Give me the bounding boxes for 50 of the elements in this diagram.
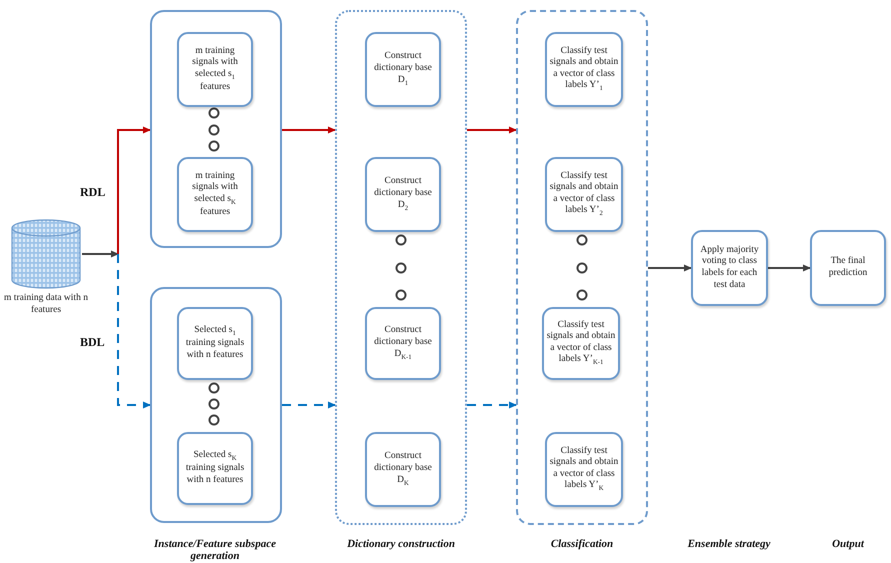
group-panel [516,10,648,525]
column-title: Ensemble strategy [686,538,772,550]
branch-label: RDL [80,185,106,200]
arrow [768,264,811,272]
node-text: Selected s$_{1}$ training signals with n features [184,325,246,362]
column-title: Dictionary construction [346,538,456,550]
group-panel [150,287,282,523]
node-text: Selected s$_{K}$ training signals with n features [184,450,246,487]
arrow [117,126,151,254]
column-title: Instance/Feature subspace generation [153,538,277,562]
column-title: Classification [550,538,614,550]
process-box [365,157,441,232]
arrow [117,254,151,408]
node-text: Construct dictionary base D$_{K-1}$ [373,325,433,362]
column-title: Output [831,538,866,550]
process-box [810,230,886,306]
node-text: m training signals with selected s$_{K}$ features [191,170,239,218]
process-box [177,32,253,107]
arrow [648,264,692,272]
node-text: m training signals with selected s$_{1}$ features [191,46,239,94]
branch-label: BDL [80,335,105,350]
node-text: Construct dictionary base D$_{K}$ [373,451,433,488]
node-text: Classify test signals and obtain a vector of class labels Y’$_{K}$ [548,446,620,494]
node-text: Construct dictionary base D$_{2}$ [373,176,433,213]
arrow [82,250,119,258]
node-text: Classify test signals and obtain a vector of class labels Y’$_{1}$ [548,46,620,94]
process-box [365,432,441,507]
process-box [177,157,253,232]
database-cylinder [10,218,82,290]
group-panel [335,10,467,525]
process-box [177,307,253,380]
node-text: Classify test signals and obtain a vector of class labels Y’$_{2}$ [548,170,620,218]
node-caption: m training data with n features [3,293,89,317]
node-text: The final prediction [828,256,868,280]
arrow [467,126,517,134]
arrow [467,402,517,408]
arrow [282,126,336,134]
process-box [365,32,441,107]
group-panel [150,10,282,248]
process-box [691,230,768,306]
process-box [542,307,620,380]
process-box [545,432,623,507]
process-box [177,432,253,505]
node-text: Construct dictionary base D$_{1}$ [373,51,433,88]
process-box [545,32,623,107]
node-text: Apply majority voting to class labels for each test data [699,244,760,292]
process-box [545,157,623,232]
arrow [282,402,336,408]
process-box [365,307,441,380]
node-text: Classify test signals and obtain a vector of class labels Y’$_{K-1}$ [546,320,616,368]
